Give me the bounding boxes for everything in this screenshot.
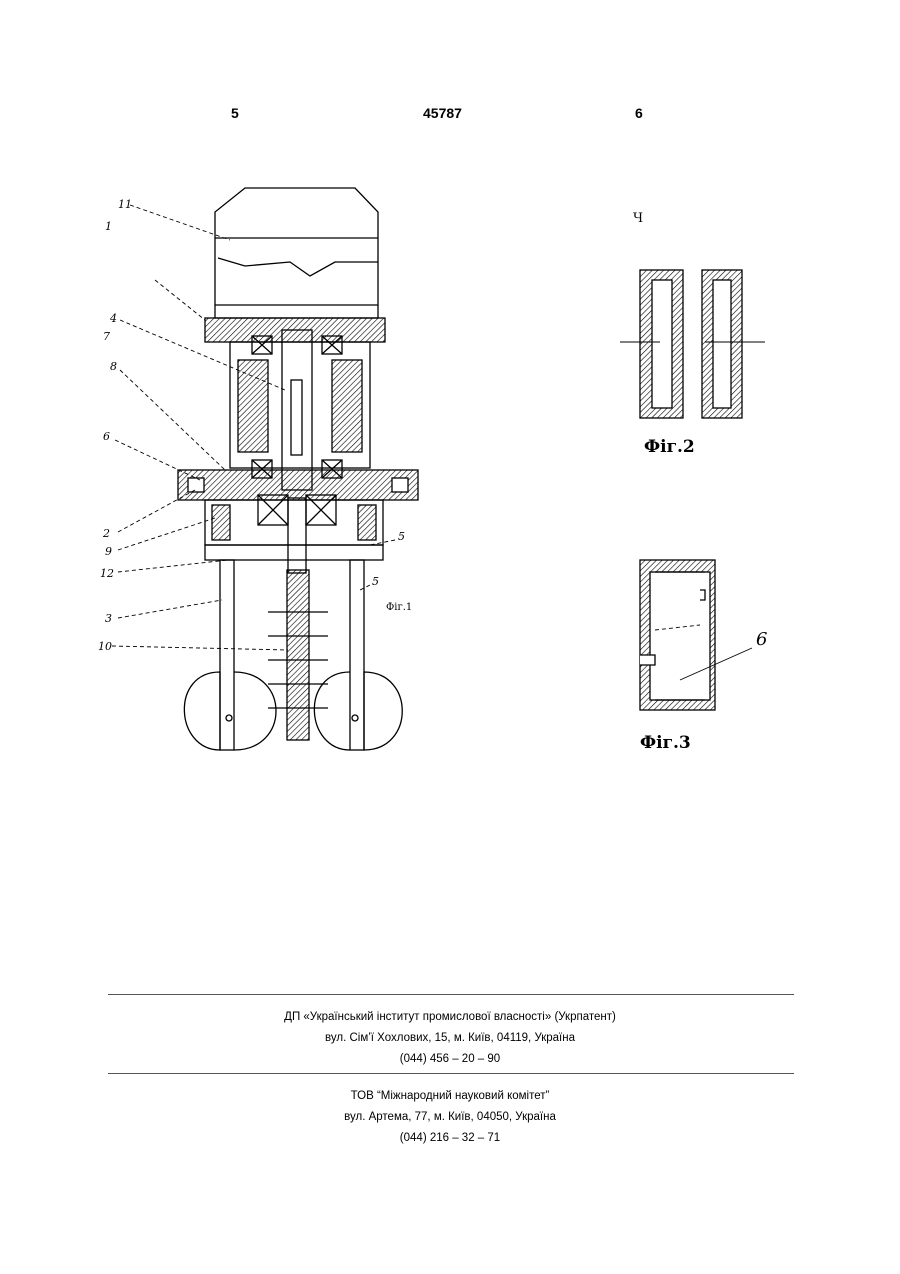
org2-name: ТОВ “Міжнародний науковий комітет” [0, 1090, 900, 1102]
fig1-label-4: 4 [109, 312, 117, 325]
footer-divider-middle [108, 1073, 794, 1074]
fig1-label-7: 7 [103, 330, 110, 343]
fig3-caption: Фіг.3 [640, 733, 691, 753]
footer-divider-top [108, 994, 794, 995]
fig1-label-11: 11 [118, 198, 132, 211]
fig1-label-6: 6 [103, 430, 110, 443]
fig1-label-1: 1 [105, 220, 112, 233]
fig1-label-3: 3 [105, 612, 112, 625]
fig2-caption: Фіг.2 [644, 437, 695, 457]
org1-phone: (044) 456 – 20 – 90 [0, 1053, 900, 1065]
fig1-label-5a: 5 [398, 530, 405, 543]
org1-address: вул. Сім’ї Хохлових, 15, м. Київ, 04119,… [0, 1032, 900, 1044]
fig3-label: 6 [756, 629, 767, 650]
fig1-caption: Фіг.1 [386, 602, 412, 613]
fig1-label-9: 9 [105, 545, 112, 558]
fig1-label-12: 12 [100, 567, 114, 580]
org1-name: ДП «Український інститут промислової вла… [0, 1011, 900, 1023]
figure-1-drawing: 11 1 4 7 8 6 2 9 12 3 10 5 5 Фіг.1 Ч Фіг… [0, 0, 900, 800]
fig1-label-2: 2 [102, 527, 110, 540]
fig2-mark: Ч [633, 211, 643, 226]
org2-phone: (044) 216 – 32 – 71 [0, 1132, 900, 1144]
org2-address: вул. Артема, 77, м. Київ, 04050, Україна [0, 1111, 900, 1123]
fig1-label-5b: 5 [372, 575, 379, 588]
fig1-label-10: 10 [98, 640, 112, 653]
fig1-label-8: 8 [110, 360, 117, 373]
